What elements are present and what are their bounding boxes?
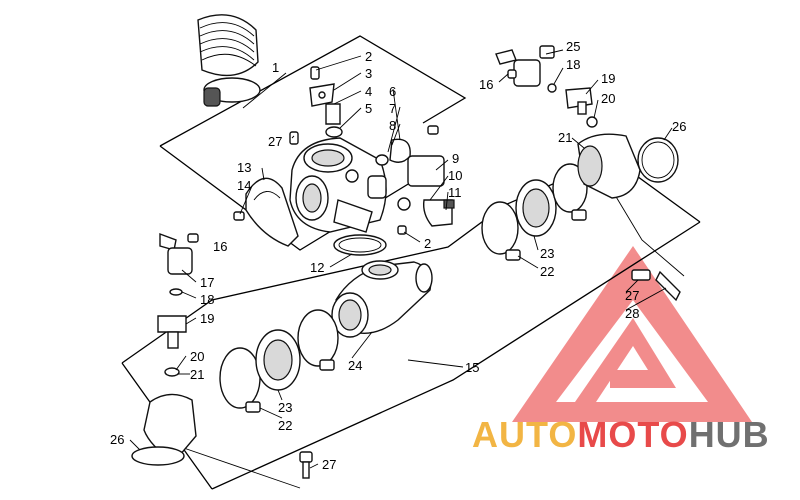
throttle-cover — [233, 177, 299, 247]
watermark-word-hub: HUB — [689, 414, 770, 455]
callout-27: 27 — [625, 288, 639, 303]
callout-22: 22 — [278, 418, 292, 433]
callout-21: 21 — [558, 130, 572, 145]
callout-28: 28 — [625, 306, 639, 321]
intake-boot-top — [197, 14, 261, 107]
callout-8: 8 — [389, 118, 396, 133]
callout-7: 7 — [389, 101, 396, 116]
fittings-top — [289, 66, 439, 166]
callout-23: 23 — [540, 246, 554, 261]
callout-9: 9 — [452, 151, 459, 166]
callout-19: 19 — [200, 311, 214, 326]
callout-27: 27 — [268, 134, 282, 149]
watermark-word-moto: MOTO — [577, 414, 688, 455]
callout-23: 23 — [278, 400, 292, 415]
leader-lines — [129, 49, 673, 469]
callout-24: 24 — [348, 358, 362, 373]
coupler-left — [219, 309, 339, 413]
callout-27: 27 — [322, 457, 336, 472]
callout-20: 20 — [601, 91, 615, 106]
manifold-right — [577, 133, 679, 199]
callout-6: 6 — [389, 84, 396, 99]
throttle-body — [289, 137, 387, 233]
watermark-text: AUTOMOTOHUB — [472, 414, 770, 455]
callout-5: 5 — [365, 101, 372, 116]
callout-2: 2 — [424, 236, 431, 251]
sensor-assembly — [397, 155, 455, 235]
callout-10: 10 — [448, 168, 462, 183]
callout-26: 26 — [110, 432, 124, 447]
callout-19: 19 — [601, 71, 615, 86]
callout-26: 26 — [672, 119, 686, 134]
watermark-word-auto: AUTO — [472, 414, 577, 455]
injector-right — [495, 45, 598, 128]
callout-16: 16 — [479, 77, 493, 92]
callout-17: 17 — [200, 275, 214, 290]
callout-14: 14 — [237, 178, 251, 193]
callout-12: 12 — [310, 260, 324, 275]
callout-18: 18 — [566, 57, 580, 72]
callout-3: 3 — [365, 66, 372, 81]
callout-18: 18 — [200, 292, 214, 307]
o-ring-12 — [333, 234, 387, 256]
bolt-bottom — [299, 451, 313, 479]
callout-16: 16 — [213, 239, 227, 254]
callout-13: 13 — [237, 160, 251, 175]
intake-manifold — [331, 260, 433, 338]
callout-25: 25 — [566, 39, 580, 54]
callout-4: 4 — [365, 84, 372, 99]
callout-1: 1 — [272, 60, 279, 75]
callout-20: 20 — [190, 349, 204, 364]
callout-22: 22 — [540, 264, 554, 279]
callout-labels: 1 2 3 4 5 6 7 8 27 9 10 11 2 13 14 12 16… — [110, 39, 686, 472]
callout-11: 11 — [448, 185, 462, 200]
callout-2: 2 — [365, 49, 372, 64]
watermark-logo-icon — [512, 246, 752, 422]
callout-21: 21 — [190, 367, 204, 382]
bolt-right — [631, 269, 681, 302]
callout-15: 15 — [465, 360, 479, 375]
coupler-right — [481, 163, 588, 261]
injector-left — [131, 232, 199, 466]
